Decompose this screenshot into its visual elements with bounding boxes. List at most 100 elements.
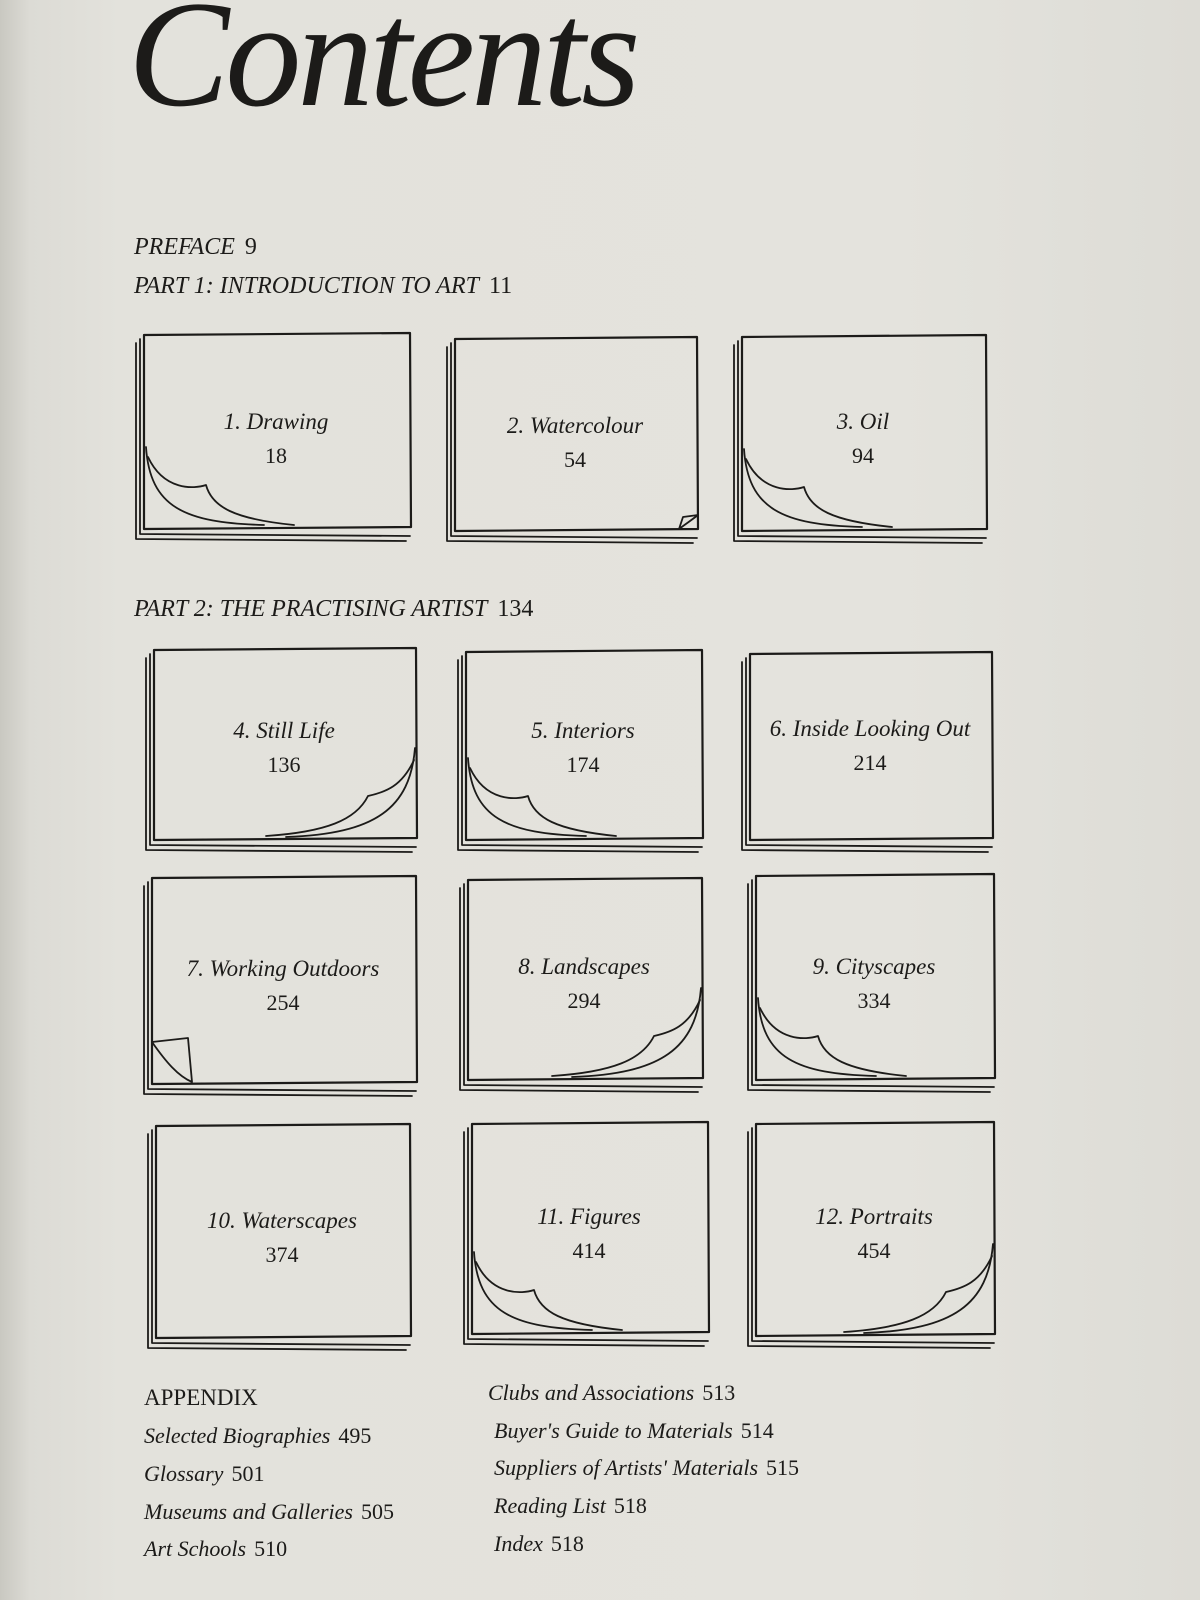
chapter-page: 414 [572,1238,606,1263]
page-curl [265,759,415,837]
chapter-frame-8[interactable]: 8. Landscapes 294 [458,876,710,1094]
stacked-page-edge [457,659,699,853]
stacked-page-edge [135,342,407,542]
page-outline [466,876,705,1082]
chapter-frame-6[interactable]: 6. Inside Looking Out 214 [740,650,1000,854]
chapter-title: 11. Figures [537,1204,641,1229]
chapter-frame-10[interactable]: 10. Waterscapes 374 [146,1122,418,1352]
frame-drawing [446,335,700,544]
appendix-left-item-4[interactable]: Art Schools 510 [144,1536,287,1562]
part2-page: 134 [497,596,534,622]
chapter-page: 54 [564,447,586,472]
stacked-page-edge [745,657,993,848]
chapter-title: 9. Cityscapes [812,954,936,979]
frame-drawing [135,331,413,542]
stacked-page-edge [147,881,417,1092]
appendix-page: 513 [702,1380,736,1405]
stacked-page-edge [737,340,987,539]
appendix-page: 505 [360,1499,394,1524]
appendix-label: Selected Biographies [144,1423,331,1448]
chapter-page: 254 [266,990,300,1015]
page-curl [475,1261,623,1331]
appendix-label: Clubs and Associations [488,1380,695,1405]
appendix-heading: APPENDIX [144,1385,258,1410]
page-curl [745,458,893,528]
page-curl [571,987,702,1078]
chapter-title: 10. Waterscapes [207,1208,357,1233]
chapter-page: 454 [857,1238,891,1263]
appendix-label: Suppliers of Artists' Materials [494,1455,759,1480]
frame-drawing [145,646,419,853]
page-outline [748,650,995,842]
appendix-page: 518 [550,1531,584,1556]
page-outline [150,874,419,1086]
stacked-page-edge [741,661,989,853]
stacked-page-edge [446,346,694,544]
page-curl [285,747,416,838]
chapter-frame-1[interactable]: 1. Drawing 18 [134,331,418,543]
chapter-frame-5[interactable]: 5. Interiors 174 [456,648,710,854]
chapter-frame-9[interactable]: 9. Cityscapes 334 [746,872,1002,1094]
appendix-label: Art Schools [144,1536,247,1561]
page-curl [678,514,699,530]
part1-label: PART 1: INTRODUCTION TO ART [134,273,479,299]
chapter-frame-12[interactable]: 12. Portraits 454 [746,1120,1002,1350]
chapter-title: 8. Landscapes [518,954,650,979]
appendix-page: 515 [766,1455,800,1480]
frame-drawing [147,1122,413,1351]
page-curl [757,997,877,1077]
appendix-label: Buyer's Guide to Materials [494,1418,733,1443]
stacked-page-edge [751,879,995,1088]
chapter-page: 94 [852,443,874,468]
page-title: Contents [128,0,640,138]
chapter-page: 136 [267,752,301,777]
chapter-page: 294 [567,988,601,1013]
appendix-page: 514 [740,1418,774,1443]
appendix-label: Glossary [144,1461,224,1486]
stacked-page-edge [467,1127,709,1342]
appendix-right-item-1[interactable]: Clubs and Associations 513 [488,1380,735,1406]
chapter-title: 1. Drawing [223,409,329,434]
stacked-page-edge [751,1127,995,1344]
appendix-label: Reading List [494,1493,606,1518]
chapter-title: 12. Portraits [815,1204,933,1229]
page-curl [151,1037,193,1083]
frame-drawing [463,1120,711,1347]
chapter-frame-7[interactable]: 7. Working Outdoors 254 [142,874,424,1098]
page-curl [147,456,295,526]
appendix-left-item-2[interactable]: Glossary 501 [144,1461,264,1487]
stacked-page-edge [151,1129,411,1346]
appendix-page: 510 [254,1536,288,1561]
frame-drawing [143,874,419,1097]
chapter-title: 2. Watercolour [506,413,644,438]
chapter-frame-4[interactable]: 4. Still Life 136 [144,646,424,854]
page-outline [470,1120,711,1336]
frame-drawing [457,648,705,853]
chapter-frame-3[interactable]: 3. Oil 94 [732,333,994,545]
page-outline [754,872,997,1082]
page-curl [467,757,587,837]
part1-page: 11 [488,273,513,299]
page-curl [743,448,863,528]
chapter-page: 214 [853,750,887,775]
page-outline [453,335,700,533]
page-outline [754,1120,997,1338]
stacked-page-edge [145,657,413,853]
appendix-right-item-3[interactable]: Suppliers of Artists' Materials 515 [494,1455,799,1481]
appendix-page: 501 [231,1461,265,1486]
stacked-page-edge [747,883,991,1093]
chapter-frame-2[interactable]: 2. Watercolour 54 [445,335,705,545]
chapter-title: 7. Working Outdoors [186,956,380,981]
chapter-frame-11[interactable]: 11. Figures 414 [462,1120,716,1348]
stacked-page-edge [747,1131,991,1349]
chapter-title: 6. Inside Looking Out [769,716,971,741]
part1-entry[interactable]: PART 1: INTRODUCTION TO ART 11 [134,273,512,300]
appendix-right-item-2[interactable]: Buyer's Guide to Materials 514 [494,1418,774,1444]
stacked-page-edge [463,883,703,1088]
